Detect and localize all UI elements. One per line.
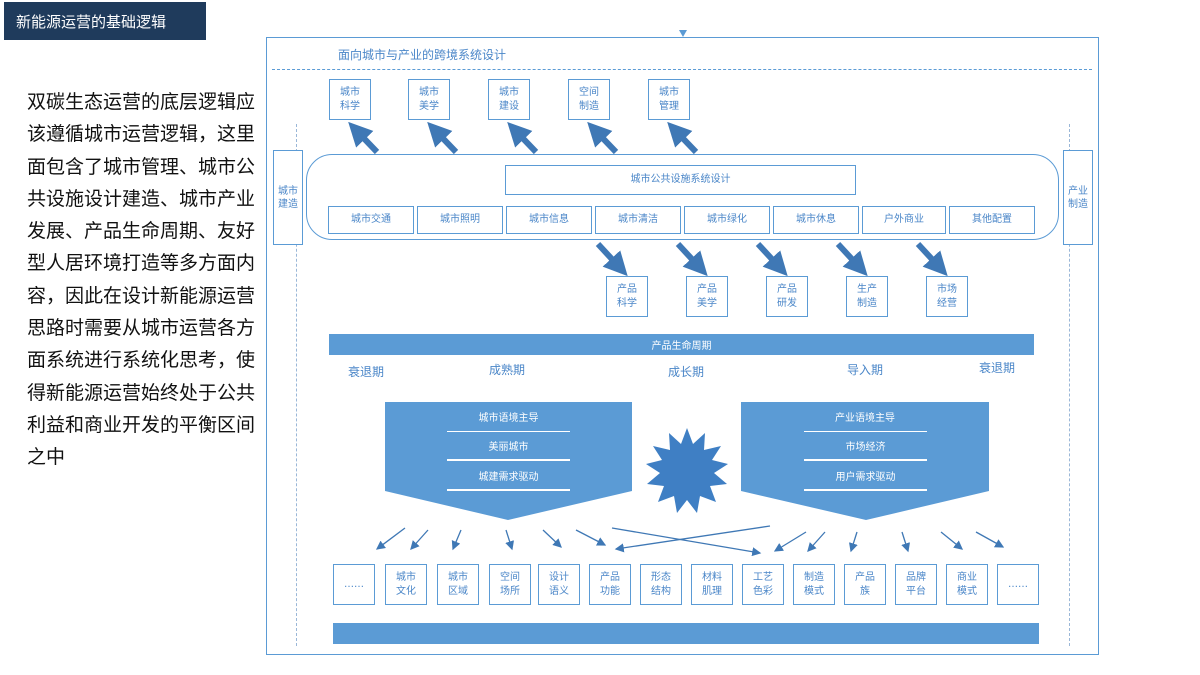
side-industry-manufacturing: 产业 制造 [1063, 150, 1093, 245]
footer-bar [333, 623, 1039, 644]
box-city-construction: 城市 建设 [488, 79, 530, 120]
phase-decline-left: 衰退期 [348, 365, 385, 379]
phase-maturity: 成熟期 [489, 363, 526, 377]
public-facility-title: 城市公共设施系统设计 [505, 165, 856, 195]
bottom-box-product-family: 产品 族 [844, 564, 886, 605]
right-block-row-2: 用户需求驱动 [804, 461, 927, 490]
lifecycle-bar: 产品生命周期 [329, 334, 1034, 355]
box-city-science: 城市 科学 [329, 79, 371, 120]
left-block-row-1: 美丽城市 [447, 432, 570, 460]
right-guide-line [1069, 124, 1070, 646]
bottom-box-space-place: 空间 场所 [489, 564, 531, 605]
box-space-making: 空间 制造 [568, 79, 610, 120]
left-guide-line [296, 124, 297, 646]
box-product-rnd: 产品 研发 [766, 276, 808, 317]
left-block-row-2: 城建需求驱动 [447, 461, 570, 490]
intro-paragraph: 双碳生态运营的底层逻辑应该遵循城市运营逻辑，这里面包含了城市管理、城市公共设施设… [27, 91, 256, 469]
bottom-box-city-culture: 城市 文化 [385, 564, 427, 605]
facility-rest: 城市休息 [773, 206, 859, 234]
facility-transport: 城市交通 [328, 206, 414, 234]
box-production: 生产 制造 [846, 276, 888, 317]
left-block-header: 城市语境主导 [385, 402, 632, 431]
bottom-box-material-texture: 材料 肌理 [691, 564, 733, 605]
box-market-operation: 市场 经营 [926, 276, 968, 317]
box-product-aesthetics: 产品 美学 [686, 276, 728, 317]
bottom-box-city-region: 城市 区域 [437, 564, 479, 605]
diagram-title: 面向城市与产业的跨境系统设计 [338, 48, 507, 62]
phase-decline-right: 衰退期 [979, 361, 1016, 375]
page-title: 新能源运营的基础逻辑 [4, 2, 206, 40]
phase-introduction: 导入期 [847, 363, 884, 377]
facility-cleaning: 城市清洁 [595, 206, 681, 234]
bottom-box-business-model: 商业 模式 [946, 564, 988, 605]
diagram-frame [266, 37, 1099, 655]
bottom-box-ellipsis-right: …… [997, 564, 1039, 605]
facility-outdoor-commerce: 户外商业 [862, 206, 946, 234]
bottom-box-craft-color: 工艺 色彩 [742, 564, 784, 605]
facility-greening: 城市绿化 [684, 206, 770, 234]
box-city-management: 城市 管理 [648, 79, 690, 120]
top-marker [679, 30, 687, 37]
right-block-header: 产业语境主导 [741, 402, 989, 431]
box-product-science: 产品 科学 [606, 276, 648, 317]
bottom-box-form-structure: 形态 结构 [640, 564, 682, 605]
facility-lighting: 城市照明 [417, 206, 503, 234]
facility-other: 其他配置 [949, 206, 1035, 234]
side-city-building: 城市 建造 [273, 150, 303, 245]
bottom-box-manufacturing-mode: 制造 模式 [793, 564, 835, 605]
title-divider [272, 69, 1092, 70]
bottom-box-brand-platform: 品牌 平台 [895, 564, 937, 605]
facility-information: 城市信息 [506, 206, 592, 234]
right-block-row-1: 市场经济 [804, 432, 927, 460]
box-city-aesthetics: 城市 美学 [408, 79, 450, 120]
bottom-box-design-semantics: 设计 语义 [538, 564, 580, 605]
bottom-box-ellipsis-left: …… [333, 564, 375, 605]
phase-growth: 成长期 [668, 365, 705, 379]
bottom-box-product-function: 产品 功能 [589, 564, 631, 605]
